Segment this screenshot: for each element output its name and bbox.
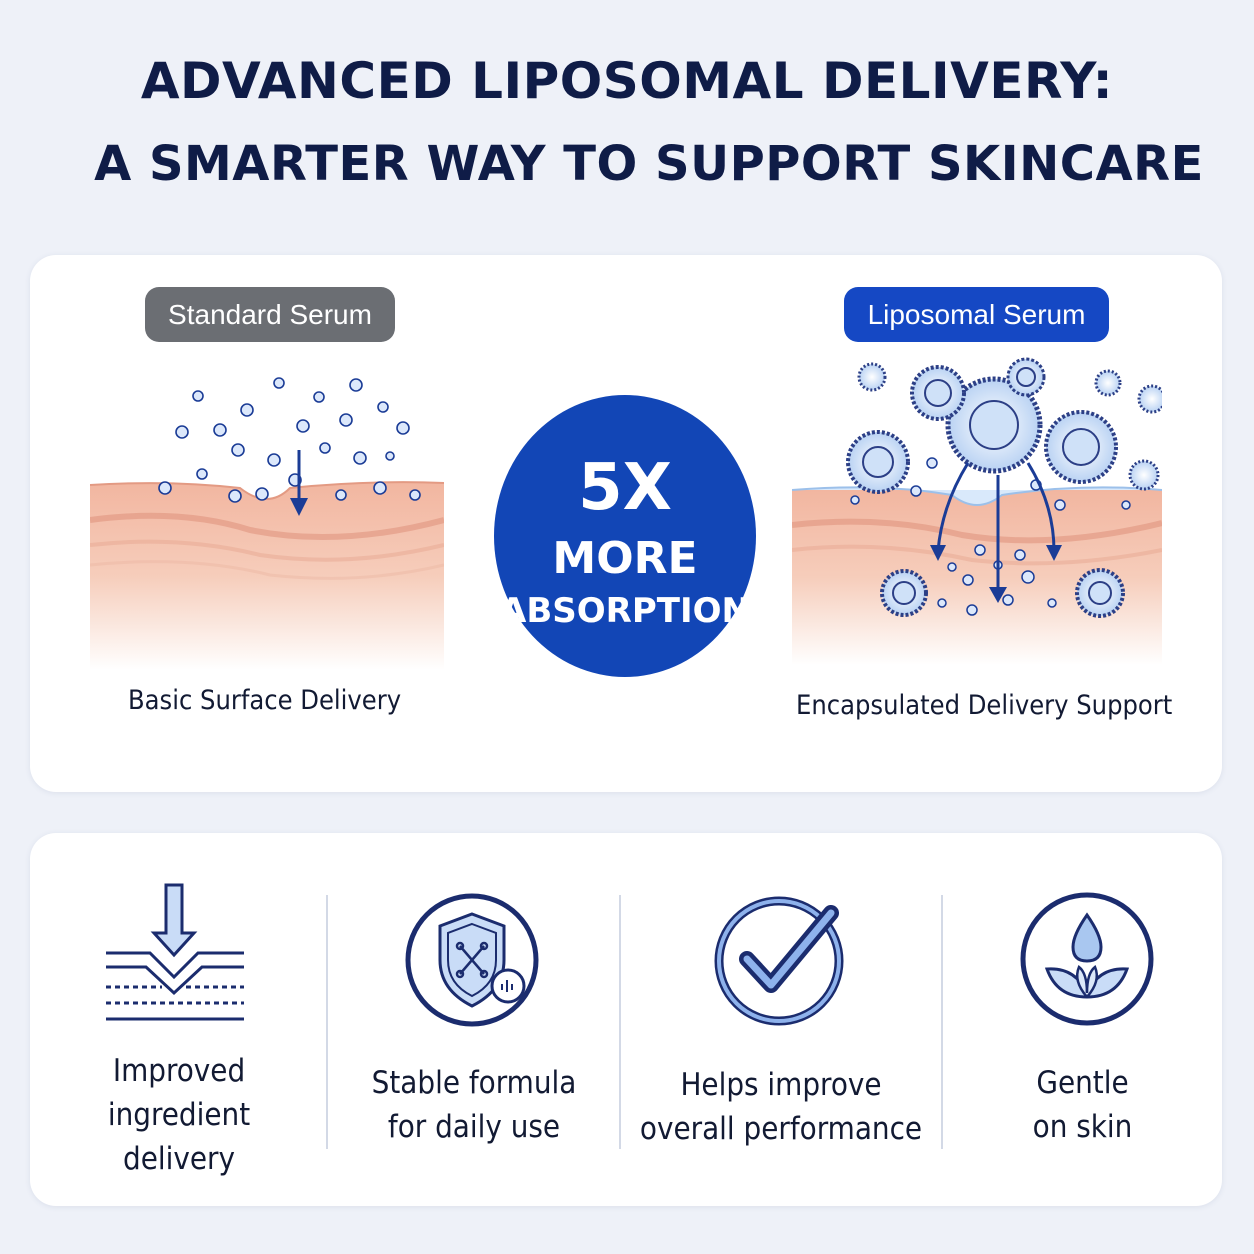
shield-stability-icon (405, 893, 539, 1027)
features-card: Improved ingredient delivery Stable form… (30, 833, 1222, 1206)
feature-label-4a: Gentle (1036, 1065, 1129, 1101)
badge-value: 5X (578, 451, 672, 525)
liposomal-caption: Encapsulated Delivery Support (796, 690, 1173, 721)
feature-divider (326, 895, 328, 1149)
feature-label-2b: for daily use (387, 1109, 561, 1145)
checkmark-circle-icon (714, 896, 844, 1026)
absorption-badge: 5X MORE ABSORPTION (494, 395, 756, 677)
feature-performance: Helps improve overall performance (621, 833, 941, 1206)
comparison-card: Standard Serum Liposomal Serum (30, 255, 1222, 792)
liposomal-serum-label: Liposomal Serum (844, 287, 1109, 342)
feature-improved-delivery: Improved ingredient delivery (30, 833, 328, 1206)
standard-skin-illustration (90, 377, 444, 670)
standard-caption: Basic Surface Delivery (128, 685, 402, 716)
feature-stable-formula: Stable formula for daily use (328, 833, 620, 1206)
feature-label-2a: Stable formula (371, 1065, 577, 1101)
leaf-droplet-icon (1020, 892, 1154, 1026)
skin-absorption-icon (106, 883, 244, 1021)
headline-line-1: ADVANCED LIPOSOMAL DELIVERY: (140, 52, 1114, 110)
feature-label-1c: delivery (123, 1141, 235, 1177)
badge-line-1: MORE (552, 533, 698, 584)
feature-label-4b: on skin (1032, 1109, 1133, 1145)
badge-line-2: ABSORPTION (500, 591, 750, 631)
headline-line-2: A SMARTER WAY TO SUPPORT SKINCARE (94, 136, 1204, 192)
feature-label-3a: Helps improve (680, 1067, 882, 1103)
feature-divider (619, 895, 621, 1149)
feature-gentle: Gentle on skin (943, 833, 1222, 1206)
feature-divider (941, 895, 943, 1149)
feature-label-1a: Improved (112, 1053, 246, 1089)
liposomal-skin-illustration (792, 357, 1162, 665)
feature-label-1b: ingredient (107, 1097, 251, 1133)
feature-label-3b: overall performance (639, 1111, 923, 1147)
standard-serum-label: Standard Serum (145, 287, 395, 342)
